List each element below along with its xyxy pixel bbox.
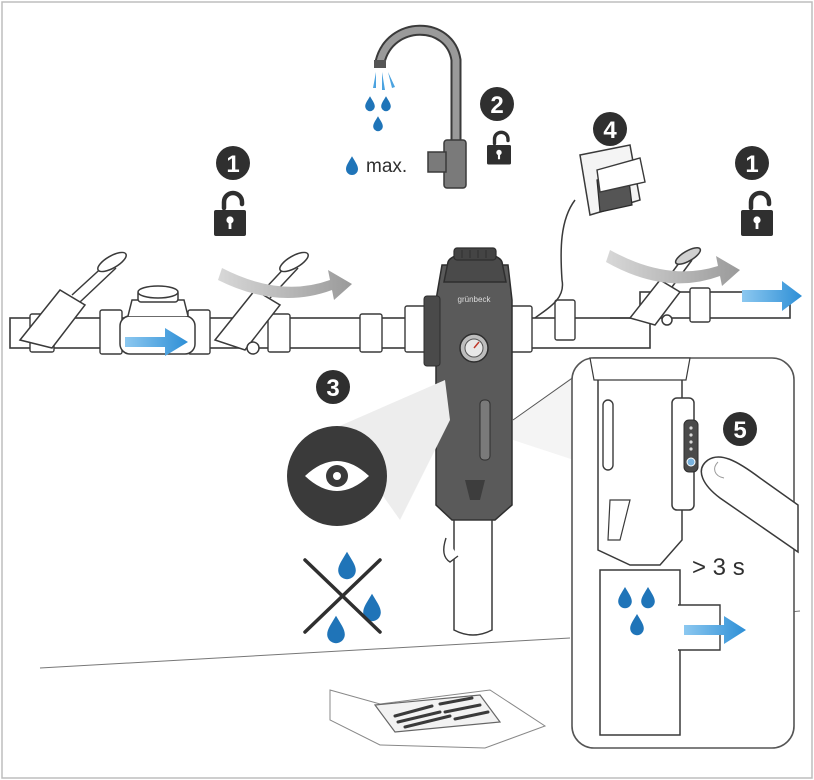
step-badge-5: 5 bbox=[723, 412, 757, 446]
svg-text:4: 4 bbox=[603, 117, 617, 144]
eye-icon bbox=[287, 426, 387, 526]
step-badge-3: 3 bbox=[316, 370, 350, 404]
press-duration-label: > 3 s bbox=[692, 554, 745, 581]
svg-text:1: 1 bbox=[745, 151, 758, 178]
step-badge-4: 4 bbox=[593, 112, 627, 146]
svg-text:2: 2 bbox=[490, 92, 503, 119]
max-flow-label: max. bbox=[366, 156, 407, 177]
brand-label: grünbeck bbox=[458, 295, 492, 304]
svg-text:3: 3 bbox=[326, 375, 339, 402]
step-badge-1-left: 1 bbox=[216, 146, 250, 180]
svg-text:5: 5 bbox=[733, 417, 746, 444]
step-badge-1-right: 1 bbox=[735, 146, 769, 180]
svg-text:1: 1 bbox=[226, 151, 239, 178]
step-badge-2: 2 bbox=[480, 87, 514, 121]
